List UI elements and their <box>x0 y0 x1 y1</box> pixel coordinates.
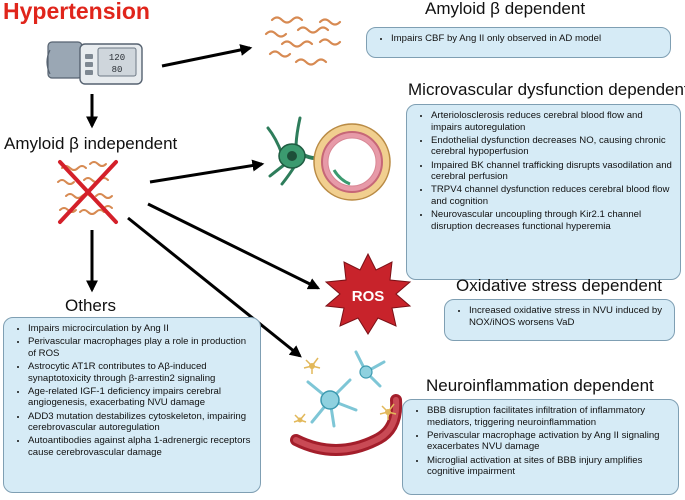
oxidative-heading: Oxidative stress dependent <box>456 276 663 295</box>
neuroinflammation-heading: Neuroinflammation dependent <box>426 376 654 395</box>
microvascular-item: TRPV4 channel dysfunction reduces cerebr… <box>431 184 672 207</box>
neuroinflammation-item: Microglial activation at sites of BBB in… <box>427 455 670 478</box>
amyloid-dependent-heading: Amyloid β dependent <box>425 0 586 18</box>
page-title: Hypertension <box>3 0 150 24</box>
oxidative-item: Increased oxidative stress in NVU induce… <box>469 305 666 328</box>
others-heading: Others <box>65 296 117 315</box>
neuroinflammation-box: BBB disruption facilitates infiltration … <box>402 399 679 495</box>
others-item: Autoantibodies against alpha 1-adrenergi… <box>28 435 252 458</box>
others-item: Age-related IGF-1 deficiency impairs cer… <box>28 386 252 409</box>
amyloid-dependent-item: Impairs CBF by Ang II only observed in A… <box>391 33 662 45</box>
crossed-out-fibrils-icon <box>57 160 118 224</box>
neuroinflammation-icon <box>290 350 403 456</box>
others-box: Impairs microcirculation by Ang II Periv… <box>3 317 261 493</box>
microvascular-heading: Microvascular dysfunction dependent <box>408 80 685 99</box>
neuroinflammation-item: BBB disruption facilitates infiltration … <box>427 405 670 428</box>
blood-pressure-monitor-icon: 120 80 <box>46 41 143 85</box>
others-item: Astrocytic AT1R contributes to Aβ-induce… <box>28 361 252 384</box>
others-item: ADD3 mutation destabilizes cytoskeleton,… <box>28 411 252 434</box>
microvascular-item: Impaired BK channel trafficking disrupts… <box>431 160 672 183</box>
monitor-top-reading: 120 <box>109 53 125 63</box>
ros-burst-icon: ROS <box>324 252 412 335</box>
blood-vessel-cell-icon <box>266 116 391 201</box>
microvascular-item: Neurovascular uncoupling through Kir2.1 … <box>431 209 672 232</box>
oxidative-box: Increased oxidative stress in NVU induce… <box>444 299 675 341</box>
others-item: Perivascular macrophages play a role in … <box>28 336 252 359</box>
amyloid-independent-label: Amyloid β independent <box>4 134 178 153</box>
neuroinflammation-item: Perivascular macrophage activation by An… <box>427 430 670 453</box>
monitor-bottom-reading: 80 <box>112 65 123 75</box>
others-item: Impairs microcirculation by Ang II <box>28 323 252 335</box>
microvascular-item: Arteriolosclerosis reduces cerebral bloo… <box>431 110 672 133</box>
amyloid-dependent-box: Impairs CBF by Ang II only observed in A… <box>366 27 671 58</box>
arrow-icon <box>86 44 321 358</box>
ros-label: ROS <box>352 288 385 305</box>
amyloid-fibrils-icon <box>264 16 342 66</box>
microvascular-item: Endothelial dysfunction decreases NO, ca… <box>431 135 672 158</box>
microvascular-box: Arteriolosclerosis reduces cerebral bloo… <box>406 104 681 280</box>
